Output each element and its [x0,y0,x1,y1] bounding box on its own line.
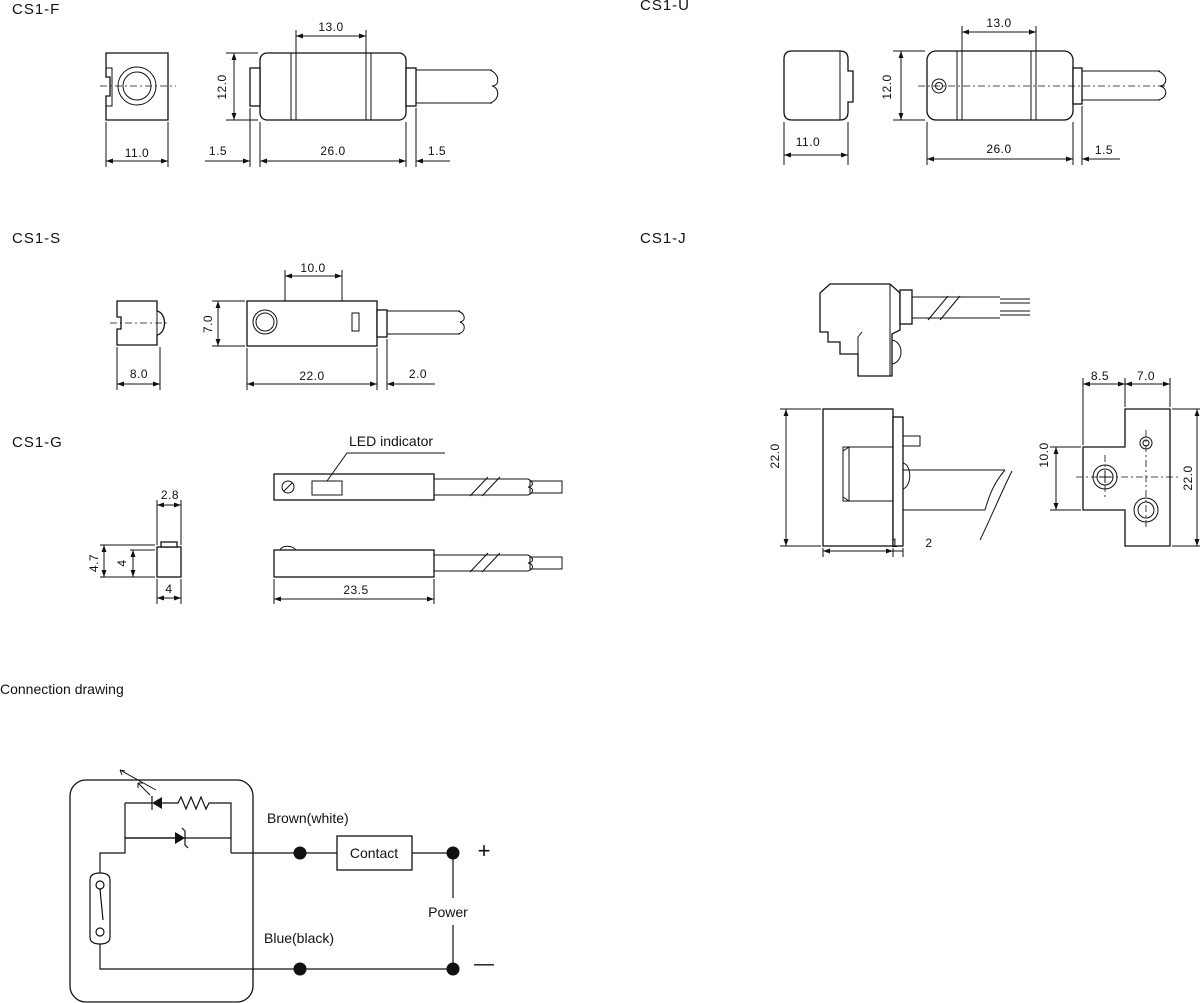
cs1s-side-view [110,300,170,346]
cs1g-title: CS1-G [12,434,63,451]
cs1j-drawing: CS1-J [640,230,1200,557]
cs1f-drawing: CS1-F 13.0 12.0 [12,1,499,167]
cs1g-top-view: LED indicator [273,433,563,501]
cs1j-dim-top-a: 8.5 [1091,369,1109,383]
cs1s-drawing: CS1-S 10.0 7.0 8.0 22.0 [12,230,465,390]
sensor-housing [69,779,254,1003]
cs1j-dimensions: 8.5 7.0 22.0 10.0 22.0 1 2 [768,369,1200,557]
cs1f-dimensions: 13.0 12.0 11.0 1.5 26.0 1.5 [105,20,450,167]
reed-switch-icon [89,872,111,945]
cs1f-side-view [100,52,176,121]
blue-wire-label: Blue(black) [264,930,334,946]
cs1u-dim-top: 13.0 [986,16,1011,30]
cs1j-side-view [822,408,1013,547]
cs1f-dim-top: 13.0 [318,20,343,34]
cs1s-dim-length: 22.0 [299,369,324,383]
cs1u-dim-height: 12.0 [880,74,894,99]
brown-wire-label: Brown(white) [267,810,349,826]
cs1f-dim-right-gap: 1.5 [428,144,446,158]
cs1s-dim-side: 8.0 [130,367,148,381]
cs1f-dim-side: 11.0 [125,146,149,160]
cs1s-body [246,300,465,347]
cs1j-dim-bottom-b: 2 [925,536,932,550]
cs1u-title: CS1-U [640,0,690,14]
cs1g-dim-height-b: 4 [115,559,129,566]
cs1s-dim-right-gap: 2.0 [409,367,427,381]
cs1j-perspective [819,283,1030,377]
connection-drawing: Connection drawing [0,681,494,1003]
cs1j-dim-height-left: 22.0 [768,443,782,468]
zener-diode-icon [175,832,185,844]
cs1u-side-view [783,50,854,121]
cs1s-dim-height: 7.0 [201,315,215,333]
cs1s-title: CS1-S [12,230,61,247]
cs1j-dim-height-mid: 10.0 [1037,442,1051,467]
cs1f-dim-height: 12.0 [215,74,229,99]
cs1u-dim-side: 11.0 [796,135,820,149]
cs1s-dimensions: 10.0 7.0 8.0 22.0 2.0 [116,261,435,390]
cs1u-dim-right-gap: 1.5 [1095,143,1113,157]
light-emission-icon [119,769,157,791]
cs1u-dim-length: 26.0 [986,142,1011,156]
cs1u-dimensions: 13.0 12.0 11.0 26.0 1.5 [783,16,1120,165]
cs1g-dim-top: 2.8 [161,488,179,502]
resistor-icon [162,795,210,811]
cs1j-title: CS1-J [640,230,687,247]
plus-sign: + [478,838,491,863]
cs1g-drawing: CS1-G LED indicator [12,433,563,604]
cs1f-title: CS1-F [12,1,60,18]
external-circuit: Contact Power + — Brown(white) Blue(blac… [264,810,494,976]
cs1f-dim-left-gap: 1.5 [209,144,227,158]
cs1g-dim-height-a: 4.7 [87,554,101,572]
connection-title: Connection drawing [0,681,124,697]
cs1g-led-label: LED indicator [349,433,433,449]
cs1j-dim-top-b: 7.0 [1137,369,1155,383]
cs1j-dim-height-right: 22.0 [1181,465,1195,490]
cs1g-front-view [273,545,563,578]
led-diode-icon [152,797,162,809]
cs1j-dim-bottom-a: 1 [891,536,898,550]
sensor-internal-circuit [89,769,300,970]
cs1u-body [918,50,1168,121]
cs1g-dim-length: 23.5 [343,583,368,597]
cs1f-dim-length: 26.0 [320,144,345,158]
power-label: Power [428,904,468,920]
cs1g-dimensions: 2.8 4.7 4 4 23.5 [87,488,435,604]
contact-box [336,835,413,871]
cs1g-dim-side: 4 [165,582,172,596]
cs1g-side-view [156,541,182,578]
minus-sign: — [474,953,494,975]
cs1u-drawing: CS1-U 13.0 12.0 11.0 26.0 [640,0,1168,165]
cs1f-body [249,52,499,121]
cs1s-dim-top: 10.0 [300,261,325,275]
contact-label: Contact [350,845,398,861]
cs1j-front-view [1076,408,1178,547]
